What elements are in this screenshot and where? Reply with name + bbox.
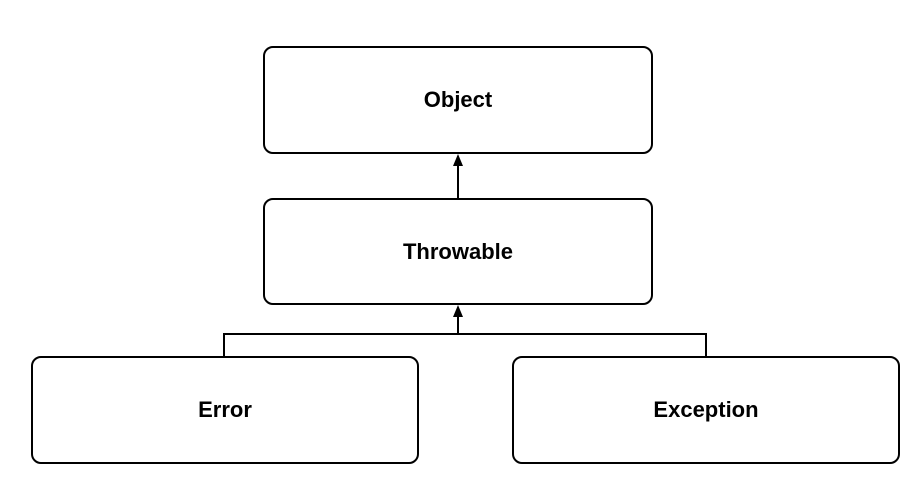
edge-exception-to-throwable <box>458 333 707 356</box>
node-exception: Exception <box>512 356 900 464</box>
node-throwable-label: Throwable <box>402 238 513 264</box>
node-throwable: Throwable <box>263 198 653 305</box>
edge-children-to-throwable <box>223 305 707 356</box>
edge-throwable-to-object <box>453 154 463 198</box>
node-object: Object <box>263 46 653 154</box>
arrowhead-icon <box>453 154 463 166</box>
node-exception-label: Exception <box>653 397 759 422</box>
node-error-label: Error <box>198 397 252 422</box>
arrowhead-icon <box>453 305 463 317</box>
edge-error-to-throwable <box>223 333 458 356</box>
node-object-label: Object <box>423 87 493 112</box>
node-error: Error <box>31 356 419 464</box>
